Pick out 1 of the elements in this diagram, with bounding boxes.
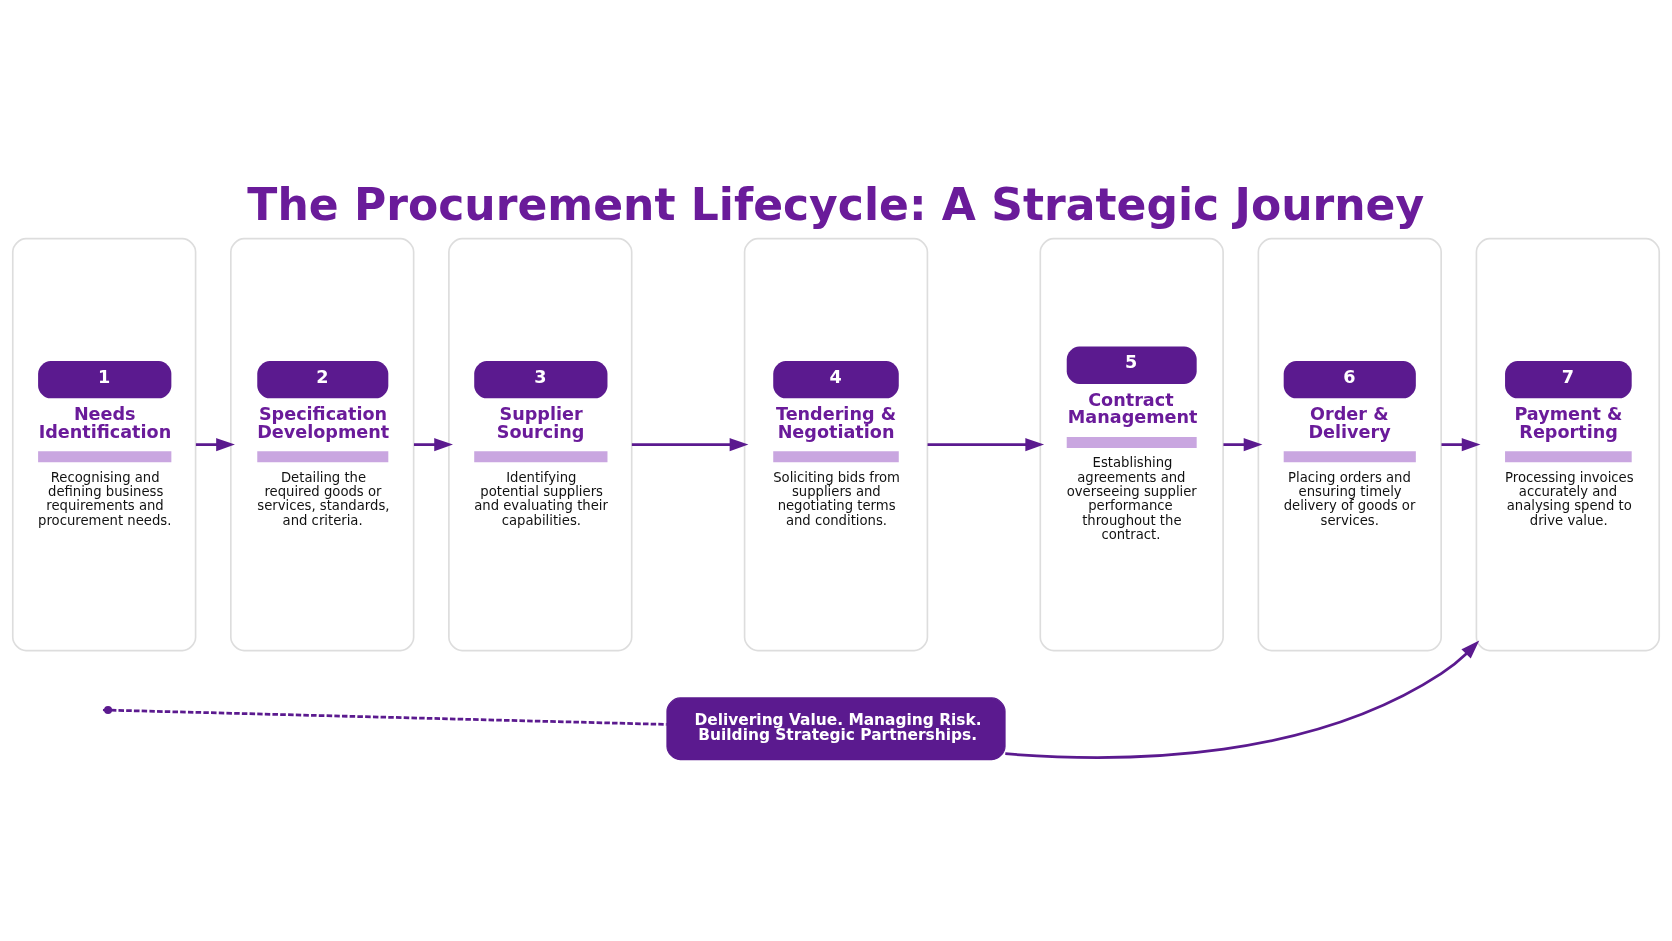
diagram-title: The Procurement Lifecycle: A Strategic Journey — [247, 178, 1425, 230]
